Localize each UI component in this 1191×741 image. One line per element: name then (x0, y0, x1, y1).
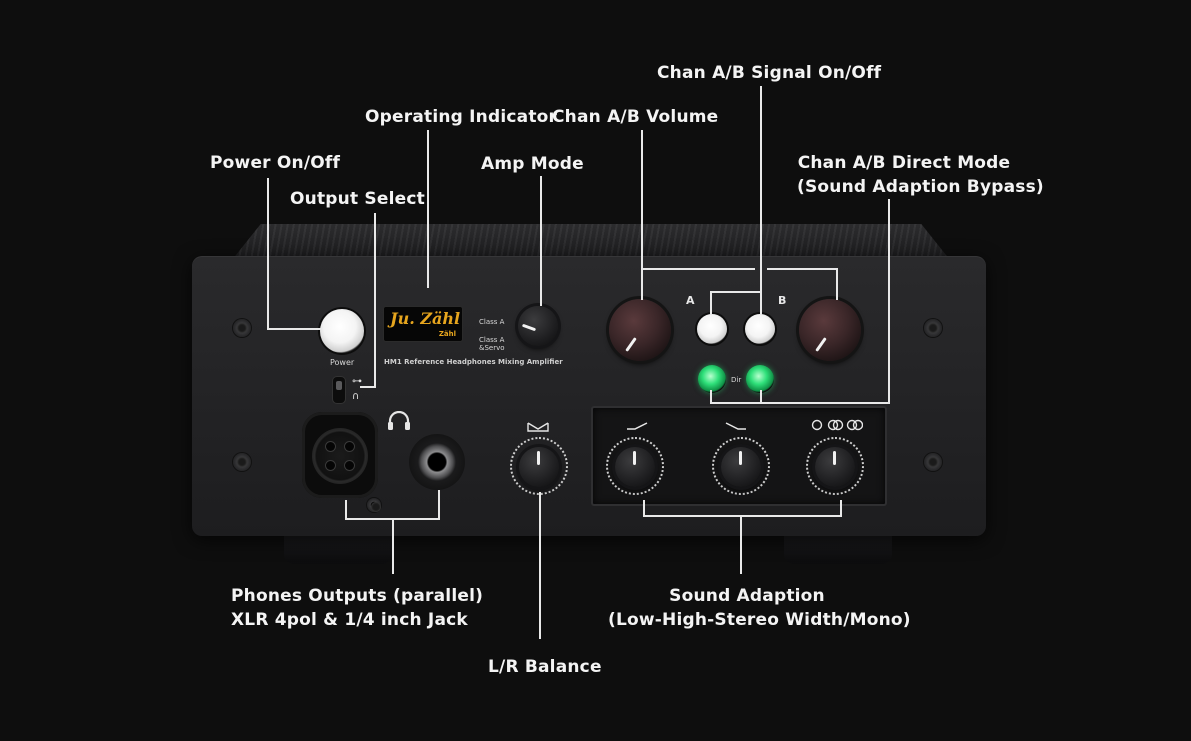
knob-pointer (625, 337, 637, 352)
leader-line (710, 402, 890, 404)
class-a-label: Class A (479, 318, 505, 326)
leader-line (840, 500, 842, 517)
low-knob[interactable] (615, 447, 655, 487)
callout-direct-line2: (Sound Adaption Bypass) (797, 177, 1044, 197)
volume-knob-b[interactable] (799, 299, 861, 361)
panel-screw (924, 319, 942, 337)
leader-line (710, 291, 712, 315)
leader-line (267, 178, 269, 330)
balance-icon (527, 422, 549, 432)
class-a-servo-label-1: Class A (479, 336, 505, 344)
low-scale (606, 437, 664, 495)
leader-line (710, 291, 762, 293)
xlr-pin (326, 461, 335, 470)
leader-line (540, 176, 542, 306)
left-foot (284, 536, 392, 564)
knob-pointer (739, 451, 742, 465)
panel-screw (233, 453, 251, 471)
xlr-socket (312, 428, 368, 484)
direct-mode-button-a[interactable] (698, 365, 726, 393)
top-cover (232, 224, 950, 260)
high-scale (712, 437, 770, 495)
volume-knob-a[interactable] (609, 299, 671, 361)
callout-output-select: Output Select (290, 189, 425, 209)
signal-button-b[interactable] (745, 314, 775, 344)
leader-line (360, 386, 376, 388)
knob-pointer (537, 451, 540, 465)
headphones-icon (388, 411, 410, 430)
channel-b-label: B (778, 294, 787, 307)
direct-label: Dir (731, 376, 742, 384)
leader-line (888, 199, 890, 404)
xlr-pin (345, 461, 354, 470)
headphones-small-icon: ∩ (352, 391, 360, 402)
leader-line (643, 500, 645, 517)
panel-screw (924, 453, 942, 471)
leader-line (392, 518, 394, 574)
leader-line (767, 268, 837, 270)
power-button[interactable] (320, 309, 364, 353)
callout-signal: Chan A/B Signal On/Off (657, 63, 882, 83)
signal-button-a[interactable] (697, 314, 727, 344)
right-foot (784, 536, 892, 564)
xlr-output[interactable] (302, 412, 378, 498)
leader-line (267, 328, 322, 330)
low-shelf-icon (627, 422, 648, 430)
leader-line (641, 268, 755, 270)
amp-mode-knob[interactable] (518, 306, 558, 346)
high-knob[interactable] (721, 447, 761, 487)
leader-line (641, 130, 643, 300)
xlr-pin (326, 442, 335, 451)
leader-line (760, 291, 762, 315)
panel-screw (233, 319, 251, 337)
knob-pointer (833, 451, 836, 465)
channel-a-label: A (686, 294, 695, 307)
callout-sound-adaption: Sound Adaption (Low-High-Stereo Width/Mo… (608, 584, 911, 632)
callout-power: Power On/Off (210, 153, 341, 173)
leader-line (438, 490, 440, 520)
width-knob[interactable] (815, 447, 855, 487)
callout-direct-mode: Chan A/B Direct Mode (Sound Adaption Byp… (797, 151, 1044, 199)
callout-phones-line2: XLR 4pol & 1/4 inch Jack (231, 610, 468, 630)
model-label: HM1 Reference Headphones Mixing Amplifie… (384, 358, 563, 366)
width-scale (806, 437, 864, 495)
leader-line (710, 390, 712, 404)
leader-line (760, 86, 762, 293)
leader-line (643, 515, 842, 517)
class-a-servo-label-2: &Servo (479, 344, 505, 352)
xlr-pin (345, 442, 354, 451)
callout-volume: Chan A/B Volume (552, 107, 719, 127)
high-shelf-icon (725, 422, 746, 430)
callout-amp-mode: Amp Mode (481, 154, 584, 174)
callout-operating-indicator: Operating Indicator (365, 107, 558, 127)
leader-line (760, 390, 762, 404)
knob-pointer (521, 323, 537, 332)
callout-phones: Phones Outputs (parallel) XLR 4pol & 1/4… (231, 584, 484, 632)
panel-screw (367, 498, 381, 512)
callout-balance: L/R Balance (488, 657, 602, 677)
callout-sound-line1: Sound Adaption (669, 586, 825, 606)
operating-indicator-display: Ju. Zähl Zähl (383, 306, 463, 342)
quarter-inch-jack[interactable] (409, 434, 465, 490)
balance-knob[interactable] (519, 447, 559, 487)
callout-phones-line1: Phones Outputs (parallel) (231, 586, 484, 606)
leader-line (374, 213, 376, 388)
stereo-width-icon (811, 419, 863, 431)
signature-logo: Ju. Zähl (390, 309, 461, 328)
leader-line (539, 492, 541, 639)
logo-text: Zähl (438, 330, 456, 338)
leader-line (836, 268, 838, 300)
callout-direct-line1: Chan A/B Direct Mode (797, 153, 1011, 173)
knob-pointer (633, 451, 636, 465)
leader-line (740, 515, 742, 574)
direct-mode-button-b[interactable] (746, 365, 774, 393)
output-select-switch[interactable] (333, 377, 345, 403)
power-label: Power (330, 358, 355, 367)
line-out-icon: ⊶ (352, 376, 362, 387)
leader-line (345, 500, 347, 520)
leader-line (427, 130, 429, 288)
knob-pointer (815, 337, 827, 352)
callout-sound-line2: (Low-High-Stereo Width/Mono) (608, 610, 911, 630)
